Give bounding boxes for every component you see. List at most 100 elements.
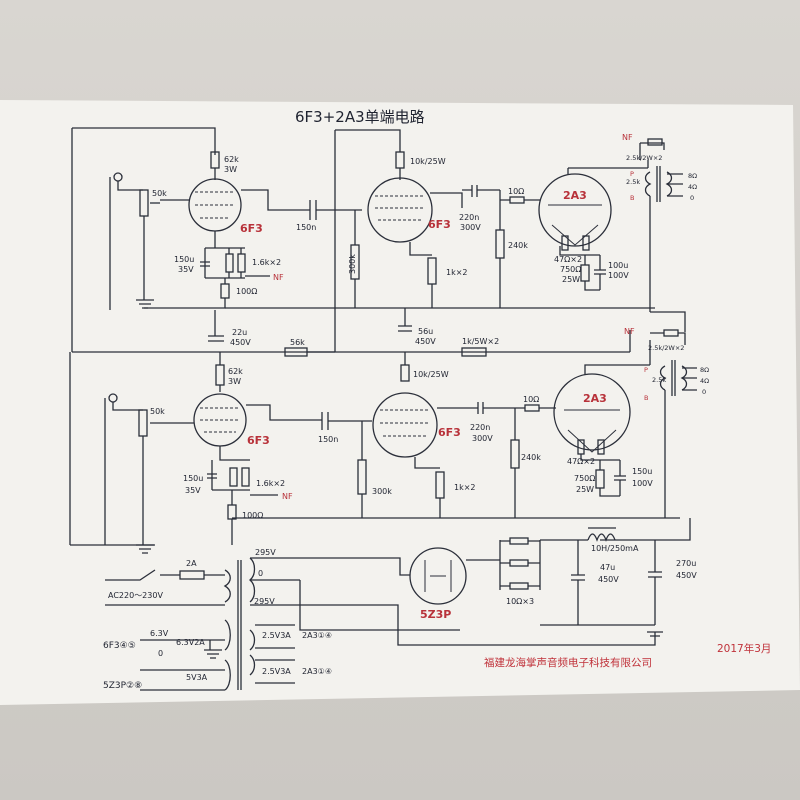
r10k-lower xyxy=(400,364,410,382)
r300k-label-lower: 300k xyxy=(372,487,392,496)
nf-out-upper: NF xyxy=(622,133,633,142)
cathode-cap-lower xyxy=(207,460,217,490)
c270u-label: 270u xyxy=(676,559,696,568)
r10-label-lower: 10Ω xyxy=(523,395,539,404)
ac-label: AC220～230V xyxy=(108,591,163,600)
choke xyxy=(587,533,616,542)
h2a3-2-label: 2A3①④ xyxy=(302,667,332,676)
tube-label-out-lower: 2A3 xyxy=(583,392,607,405)
c150u-out-lower xyxy=(614,460,626,496)
h5v3a-label: 5V3A xyxy=(186,673,208,682)
upper-top-wire xyxy=(72,127,216,155)
c47u-label: 47u xyxy=(600,563,615,572)
h25v3a-1-label: 2.5V3A xyxy=(262,631,291,640)
c150n-lower: 150n xyxy=(318,435,338,444)
tube-2a3-out-upper xyxy=(538,173,612,247)
r1k-label-lower: 1k×2 xyxy=(454,483,476,492)
out4-upper: 4Ω xyxy=(688,183,697,191)
r240k-label-lower: 240k xyxy=(521,453,541,462)
nf-upper: NF xyxy=(273,273,284,282)
r25k2w-upper: 2.5k/2W×2 xyxy=(626,154,662,162)
c220n-lower xyxy=(437,402,515,414)
date-label: 2017年3月 xyxy=(717,642,771,655)
c270u-v-label: 450V xyxy=(676,571,697,580)
r240k-label-upper: 240k xyxy=(508,241,528,250)
fil-6f3-label: 6F3④⑤ xyxy=(103,641,136,651)
pot-label-lower: 50k xyxy=(150,407,165,416)
c220n-label-lower: 220n xyxy=(470,423,490,432)
c150u-lower: 150u xyxy=(183,474,203,483)
fuse-label: 2A xyxy=(186,559,197,568)
tube-label-out-upper: 2A3 xyxy=(563,189,587,202)
tube-6f3-drv-lower xyxy=(372,392,438,458)
w25-lower: 25W xyxy=(576,485,594,494)
paper xyxy=(0,100,800,705)
r10x3-label: 10Ω×3 xyxy=(506,597,534,606)
c150u-upper: 150u xyxy=(174,255,194,264)
v300v-label-upper: 300V xyxy=(460,223,481,232)
h25v3a-2-label: 2.5V3A xyxy=(262,667,291,676)
r62k-upper: 62k xyxy=(224,155,239,164)
tube-label-rect: 5Z3P xyxy=(420,608,451,621)
c22u-cap xyxy=(208,335,224,342)
v450v-label: 450V xyxy=(230,338,251,347)
pin-b-upper: B xyxy=(630,194,634,202)
c47u-v-label: 450V xyxy=(598,575,619,584)
cathode-cap-upper xyxy=(200,248,210,278)
power-supply: 2A AC220～230V 295V 0 295V 5Z3P 10Ω×3 10H… xyxy=(103,518,697,691)
page-title: 6F3+2A3单端电路 xyxy=(295,108,425,126)
nf-lower: NF xyxy=(282,492,293,501)
c56u-label: 56u xyxy=(418,327,433,336)
r750-label-upper: 750Ω xyxy=(560,265,581,274)
c150n-upper: 150n xyxy=(296,223,316,232)
power-switch[interactable] xyxy=(105,569,180,581)
r25k-nf-upper xyxy=(647,138,663,146)
c150u-label-out-lower: 150u xyxy=(632,467,652,476)
tube-label-drv-upper: 6F3 xyxy=(428,218,451,231)
c220n-label-upper: 220n xyxy=(459,213,479,222)
pot-label-upper: 50k xyxy=(152,189,167,198)
tube-label-drv-lower: 6F3 xyxy=(438,426,461,439)
tube-label-pre-upper: 6F3 xyxy=(240,222,263,235)
h63v-label: 6.3V xyxy=(150,629,169,638)
r25k2w-lower: 2.5k/2W×2 xyxy=(648,344,684,352)
t295b-label: 295V xyxy=(254,597,275,606)
w25-upper: 25W xyxy=(562,275,580,284)
r16k-upper: 1.6k×2 xyxy=(252,258,281,267)
h2a3-1-label: 2A3①④ xyxy=(302,631,332,640)
r10k-label-lower: 10k/25W xyxy=(413,370,449,379)
r100-label-upper: 100Ω xyxy=(236,287,257,296)
r10-label-upper: 10Ω xyxy=(508,187,524,196)
v300v-label-lower: 300V xyxy=(472,434,493,443)
c270u xyxy=(648,540,662,625)
r1k5w-label: 1k/5W×2 xyxy=(462,337,499,346)
r16k-lower: 1.6k×2 xyxy=(256,479,285,488)
h63v2a-label: 6.3V2A xyxy=(176,638,205,647)
tube-label-pre-lower: 6F3 xyxy=(247,434,270,447)
r100-label-lower: 100Ω xyxy=(242,511,263,520)
lower-channel: 62k 3W 6F3 50k 150n 150u 35V 1.6k×2 NF 1… xyxy=(69,329,709,554)
nf-mid: NF xyxy=(624,327,635,336)
r300k-label-upper: 300k xyxy=(348,254,357,274)
t295a-label: 295V xyxy=(255,548,276,557)
v35v-lower: 35V xyxy=(185,486,201,495)
c22u-label: 22u xyxy=(232,328,247,337)
upper-channel: 50k 6F3 62k 3W 150n 150u 35V 1.6k×2 NF 1… xyxy=(71,127,697,357)
r1k-label-upper: 1k×2 xyxy=(446,268,468,277)
pin-p-lower: P xyxy=(644,366,648,374)
company-name: 福建龙海掌声音频电子科技有限公司 xyxy=(484,656,652,669)
h0-label: 0 xyxy=(158,649,163,658)
v100v-label-out-lower: 100V xyxy=(632,479,653,488)
tube-5z3p xyxy=(409,547,467,605)
pin-p-upper: P xyxy=(630,170,634,178)
r25k-upper: 2.5k xyxy=(626,178,640,186)
xfmr-primary-lower xyxy=(659,365,667,391)
middle-rail: 56u 450V 1k/5W×2 NF xyxy=(398,308,635,357)
out0-lower: 0 xyxy=(702,388,706,396)
v450v-mid-label: 450V xyxy=(415,337,436,346)
xfmr-primary-upper xyxy=(644,171,652,197)
r1k5w xyxy=(461,347,487,357)
v35v-upper: 35V xyxy=(178,265,194,274)
